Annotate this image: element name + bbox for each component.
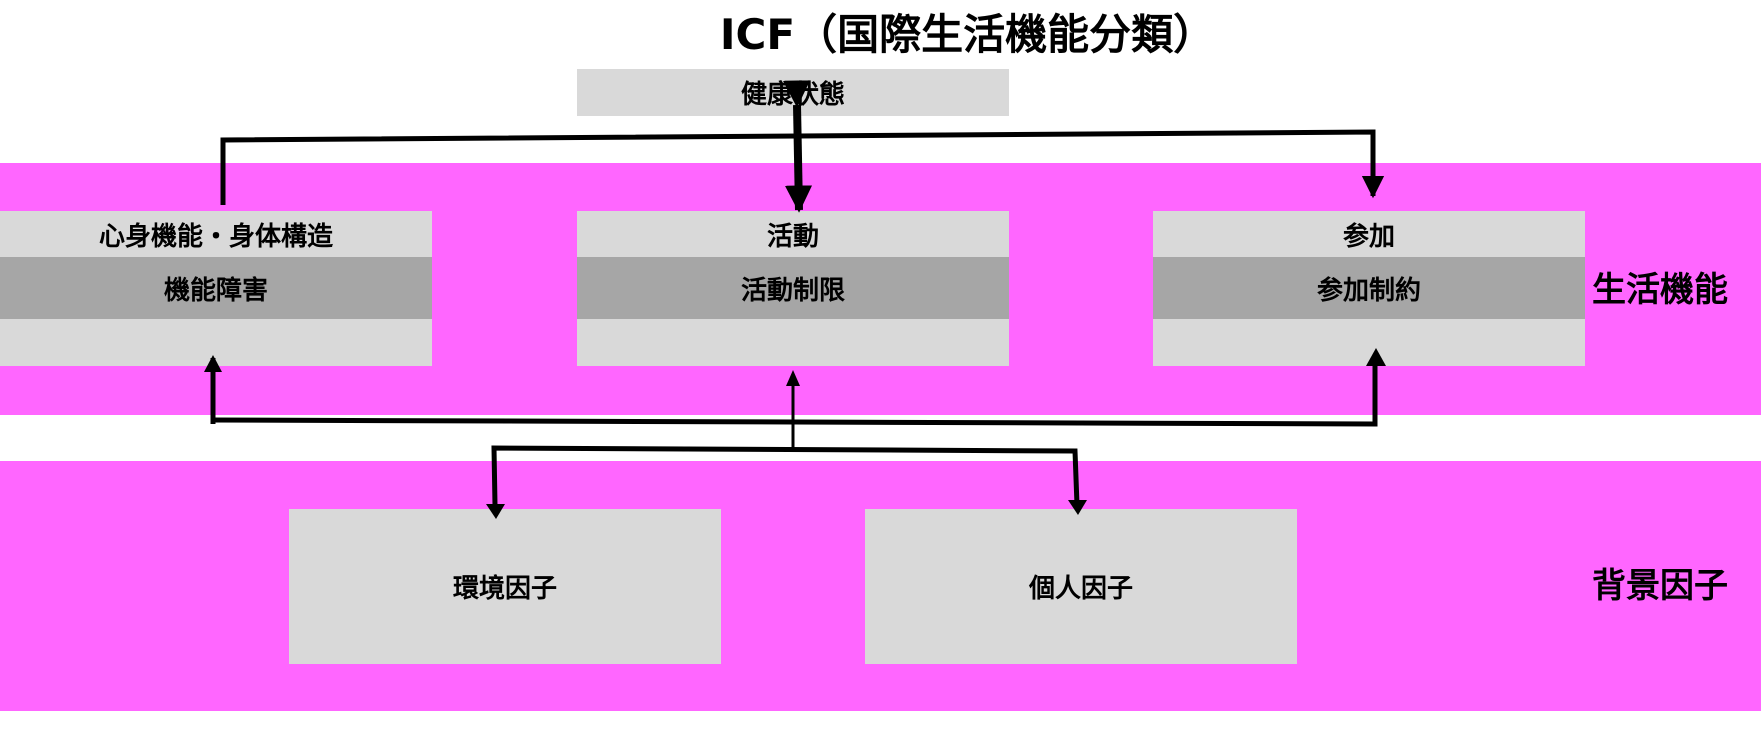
body-functions-box: 心身機能・身体構造 機能障害	[0, 211, 432, 366]
body-functions-label: 心身機能・身体構造	[98, 221, 333, 252]
health-condition-box: 健康状態	[577, 69, 1009, 116]
activity-label: 活動	[766, 221, 819, 252]
contextual-band-label: 背景因子	[1592, 566, 1728, 606]
environmental-factors-label: 環境因子	[452, 574, 557, 604]
participation-box: 参加 参加制約	[1153, 211, 1585, 366]
environmental-factors-box: 環境因子	[289, 509, 721, 664]
participation-restriction-label: 参加制約	[1153, 257, 1585, 319]
health-condition-label: 健康状態	[740, 80, 845, 110]
functioning-band-label: 生活機能	[1592, 270, 1728, 310]
personal-factors-box: 個人因子	[865, 509, 1297, 664]
activity-box: 活動 活動制限	[577, 211, 1009, 366]
personal-factors-label: 個人因子	[1028, 574, 1133, 604]
impairment-label: 機能障害	[0, 257, 432, 319]
activity-limitation-label: 活動制限	[577, 257, 1009, 319]
participation-label: 参加	[1342, 221, 1395, 252]
diagram-title: ICF（国際生活機能分類）	[719, 10, 1216, 59]
